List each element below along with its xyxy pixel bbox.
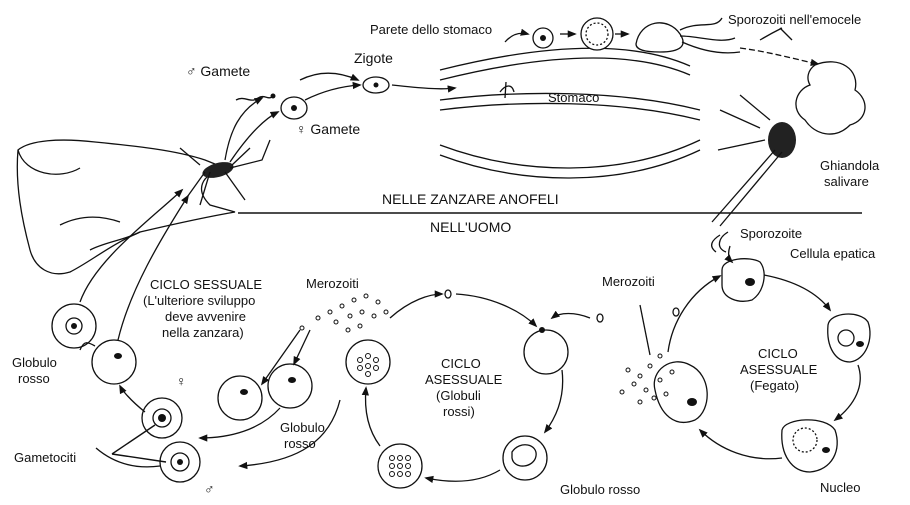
gametocyte-female-cell (141, 397, 183, 439)
merozoite-dots-left (299, 293, 389, 333)
rbc-cycle-cell-bursting (345, 339, 391, 385)
label-red-cell-mid-1: Globulo (280, 420, 325, 435)
liver-cell-2 (827, 313, 871, 363)
rbc-cycle-cell-bottom (502, 435, 548, 481)
rbc-sexual-cell-1 (217, 375, 263, 421)
label-stomach-wall: Parete dello stomaco (370, 22, 492, 37)
human-hand-illustration (16, 139, 236, 275)
label-in-humans: NELL'UOMO (430, 219, 511, 235)
label-red-cell-mid-2: rosso (284, 436, 316, 451)
label-nucleus: Nucleo (820, 480, 860, 495)
label-in-mosquitoes: NELLE ZANZARE ANOFELI (382, 191, 559, 207)
male-gamete (235, 93, 276, 101)
ruptured-liver-cell (653, 361, 708, 423)
label-liver-cell: Cellula epatica (790, 246, 876, 261)
label-red-cell-bottom: Globulo rosso (560, 482, 640, 497)
label-female-gamete: ♀ Gamete (296, 121, 360, 137)
rbc-cycle-cell-schizont (377, 443, 423, 489)
label-sporozoites-hemocoel: Sporozoiti nell'emocele (728, 12, 861, 27)
rbc-left-cell-1 (91, 339, 137, 385)
oocyst-stages (532, 17, 741, 54)
stomach-illustration (439, 47, 701, 179)
rbc-cycle-cell-top (523, 327, 569, 375)
salivary-gland-illustration (710, 61, 866, 253)
label-red-cell-left-1: Globulo (12, 355, 57, 370)
label-sexual-cycle-1: CICLO SESSUALE (150, 277, 262, 292)
label-asexual-liver-3: (Fegato) (750, 378, 799, 393)
label-stomach: Stomaco (548, 90, 599, 105)
label-zygote: Zigote (354, 50, 393, 66)
zygote-cell (362, 76, 390, 94)
merozoite-dots-right (619, 353, 675, 405)
label-asexual-liver-1: CICLO (758, 346, 798, 361)
label-male-symbol: ♂ (204, 481, 215, 497)
label-red-cell-left-2: rosso (18, 371, 50, 386)
mosquito-illustration (179, 139, 271, 206)
female-gamete (280, 96, 308, 120)
label-gametocytes: Gametociti (14, 450, 76, 465)
label-asexual-rbc-4: rossi) (443, 404, 475, 419)
liver-cell-3 (781, 419, 838, 473)
label-asexual-rbc-3: (Globuli (436, 388, 481, 403)
rbc-left-cell-2 (51, 303, 97, 349)
label-salivary-gland-2: salivare (824, 174, 869, 189)
gametocyte-male-cell (159, 441, 201, 483)
label-asexual-rbc-1: CICLO (441, 356, 481, 371)
label-sporozoite: Sporozoite (740, 226, 802, 241)
label-asexual-liver-2: ASESSUALE (740, 362, 818, 377)
label-sexual-cycle-2: (L'ulteriore sviluppo (143, 293, 255, 308)
liver-cell-1 (721, 258, 765, 302)
label-female-symbol: ♀ (176, 373, 187, 389)
rbc-sexual-cell-2 (267, 363, 313, 409)
label-asexual-rbc-2: ASESSUALE (425, 372, 503, 387)
label-merozoites-left: Merozoiti (306, 276, 359, 291)
label-merozoites-right: Merozoiti (602, 274, 655, 289)
label-sexual-cycle-3: deve avvenire (165, 309, 246, 324)
label-salivary-gland-1: Ghiandola (820, 158, 880, 173)
label-sexual-cycle-4: nella zanzara) (162, 325, 244, 340)
label-male-gamete: ♂ Gamete (186, 63, 250, 79)
